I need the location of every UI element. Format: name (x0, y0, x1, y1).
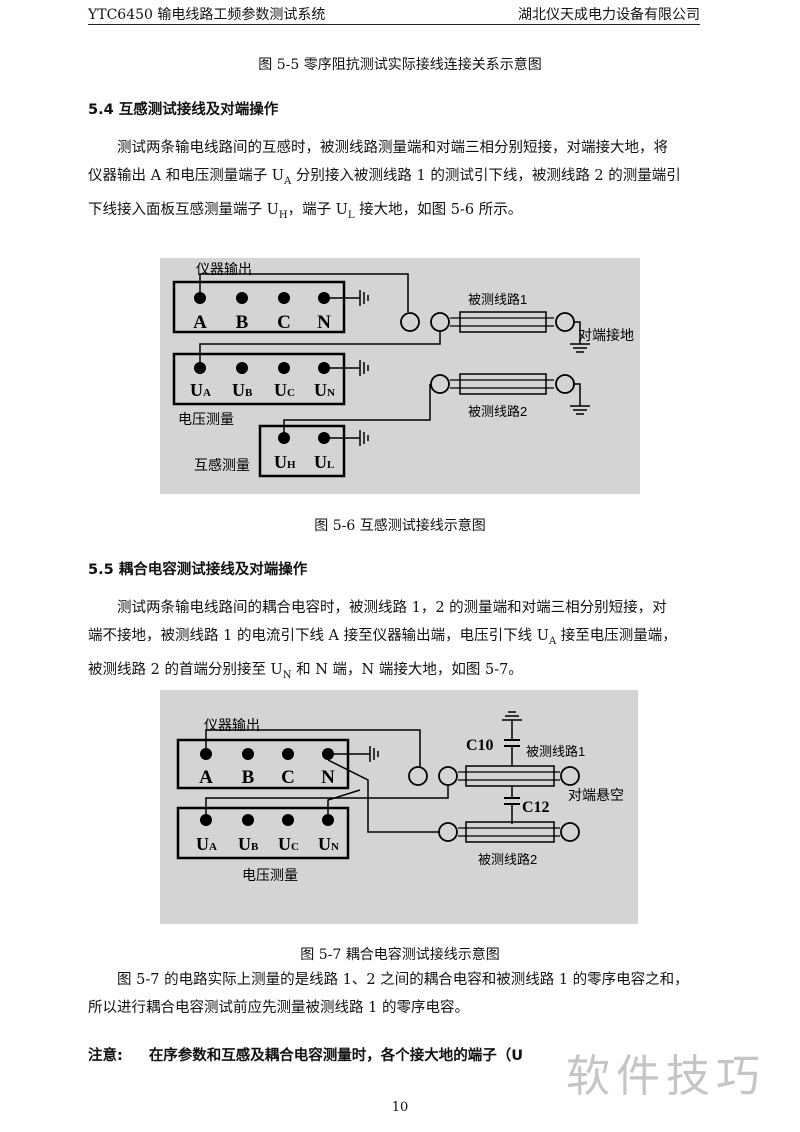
terminal-a: A (193, 312, 207, 333)
note: 注意: 在序参数和互感及耦合电容测量时，各个接大地的端子（U (88, 1044, 523, 1065)
page-header: YTC6450 输电线路工频参数测试系统 湖北仪天成电力设备有限公司 (88, 2, 700, 25)
para-line: 端不接地，被测线路 1 的电流引下线 A 接至仪器输出端，电压引下线 UA 接至… (88, 628, 677, 647)
terminal-a: A (199, 767, 213, 788)
svg-text:UN: UN (314, 380, 335, 400)
c12-label: C12 (522, 799, 550, 816)
line2-label: 被测线路2 (478, 852, 537, 867)
svg-text:UB: UB (232, 380, 253, 400)
section-5-5-title: 5.5 耦合电容测试接线及对端操作 (88, 562, 308, 578)
ground-icon (570, 343, 590, 353)
header-right: 湖北仪天成电力设备有限公司 (518, 7, 700, 23)
terminal-b: B (242, 767, 255, 788)
para-line: 被测线路 2 的首端分别接至 UN 和 N 端，N 端接大地，如图 5-7。 (88, 661, 523, 681)
c10-label: C10 (466, 737, 494, 754)
terminal-c: C (281, 767, 295, 788)
note-text: 在序参数和互感及耦合电容测量时，各个接大地的端子（U (148, 1048, 524, 1064)
output-box (172, 280, 346, 334)
output-terminal-dots (194, 292, 330, 304)
ground-icon (570, 405, 590, 415)
para-line: 仪器输出 A 和电压测量端子 UA 分别接入被测线路 1 的测试引下线，被测线路… (88, 168, 681, 187)
para-line: 测试两条输电线路间的耦合电容时，被测线路 1，2 的测量端和对端三相分别短接，对 (117, 600, 667, 616)
page-number: 10 (391, 1100, 409, 1115)
ct-icon (430, 374, 450, 394)
line2-body (465, 821, 555, 843)
ct-icon (400, 312, 420, 332)
ground-icon (502, 711, 522, 721)
ground-icon (369, 746, 379, 762)
output-box (176, 738, 350, 790)
ground-icon (359, 290, 369, 306)
line1-body (465, 765, 555, 787)
ct-icon (438, 766, 458, 786)
terminal-b: B (236, 312, 249, 333)
line1-label: 被测线路1 (526, 744, 585, 759)
para-line: 测试两条输电线路间的互感时，被测线路测量端和对端三相分别短接，对端接大地，将 (117, 140, 668, 156)
svg-text:UA: UA (190, 380, 211, 400)
section-5-4-title: 5.4 互感测试接线及对端操作 (88, 102, 279, 118)
terminal-n: N (321, 767, 335, 788)
ct-icon (430, 312, 450, 332)
svg-text:UC: UC (274, 380, 295, 400)
far-end-label: 对端接地 (578, 327, 634, 343)
svg-text:UL: UL (314, 452, 334, 472)
caption-fig-5-5: 图 5-5 零序阻抗测试实际接线连接关系示意图 (258, 57, 542, 73)
line2-body (459, 373, 547, 395)
svg-text:UA: UA (196, 834, 217, 854)
svg-text:UH: UH (274, 452, 296, 472)
line2-label: 被测线路2 (468, 404, 527, 419)
caption-fig-5-7: 图 5-7 耦合电容测试接线示意图 (300, 947, 500, 963)
line1-label: 被测线路1 (468, 292, 527, 307)
ground-icon (359, 430, 369, 446)
header-left: YTC6450 输电线路工频参数测试系统 (88, 7, 326, 23)
note-label: 注意: (88, 1048, 123, 1064)
mutual-label: 互感测量 (194, 457, 250, 473)
output-label: 仪器输出 (204, 717, 260, 733)
voltage-box (176, 806, 350, 860)
svg-text:UN: UN (318, 834, 339, 854)
svg-text:UC: UC (278, 834, 299, 854)
para-line: 图 5-7 的电路实际上测量的是线路 1、2 之间的耦合电容和被测线路 1 的零… (117, 972, 689, 988)
figure-5-6: 仪器输出 A B C N 被测线路1 对端接地 UA UB UC UN 电压测量… (160, 258, 640, 494)
para-line: 所以进行耦合电容测试前应先测量被测线路 1 的零序电容。 (88, 1000, 469, 1016)
caption-fig-5-6: 图 5-6 互感测试接线示意图 (314, 518, 486, 534)
terminal-c: C (277, 312, 291, 333)
watermark: 软件技巧 (566, 1051, 766, 1102)
line1-body (459, 311, 547, 333)
ct-icon (555, 374, 575, 394)
voltage-label: 电压测量 (242, 867, 298, 883)
ct-icon (408, 766, 428, 786)
section-5-5-paragraph: 测试两条输电线路间的耦合电容时，被测线路 1，2 的测量端和对端三相分别短接，对… (88, 594, 714, 690)
voltage-label: 电压测量 (178, 411, 234, 427)
figure-5-7: 仪器输出 A B C N C10 被测线路1 C12 对端悬空 UA UB UC… (160, 690, 638, 924)
voltage-box (172, 352, 346, 406)
paragraph-after-fig-5-7: 图 5-7 的电路实际上测量的是线路 1、2 之间的耦合电容和被测线路 1 的零… (88, 966, 714, 1022)
para-line: 下线接入面板互感测量端子 UH，端子 UL 接大地，如图 5-6 所示。 (88, 201, 523, 221)
far-end-label: 对端悬空 (568, 787, 624, 803)
ct-icon (555, 312, 575, 332)
terminal-n: N (317, 312, 331, 333)
ct-icon (438, 822, 458, 842)
output-label: 仪器输出 (196, 261, 252, 277)
mutual-box (258, 424, 346, 478)
ground-icon (359, 360, 369, 376)
ct-icon (560, 766, 580, 786)
svg-text:UB: UB (238, 834, 259, 854)
ct-icon (560, 822, 580, 842)
section-5-4-paragraph: 测试两条输电线路间的互感时，被测线路测量端和对端三相分别短接，对端接大地，将 仪… (88, 134, 714, 230)
